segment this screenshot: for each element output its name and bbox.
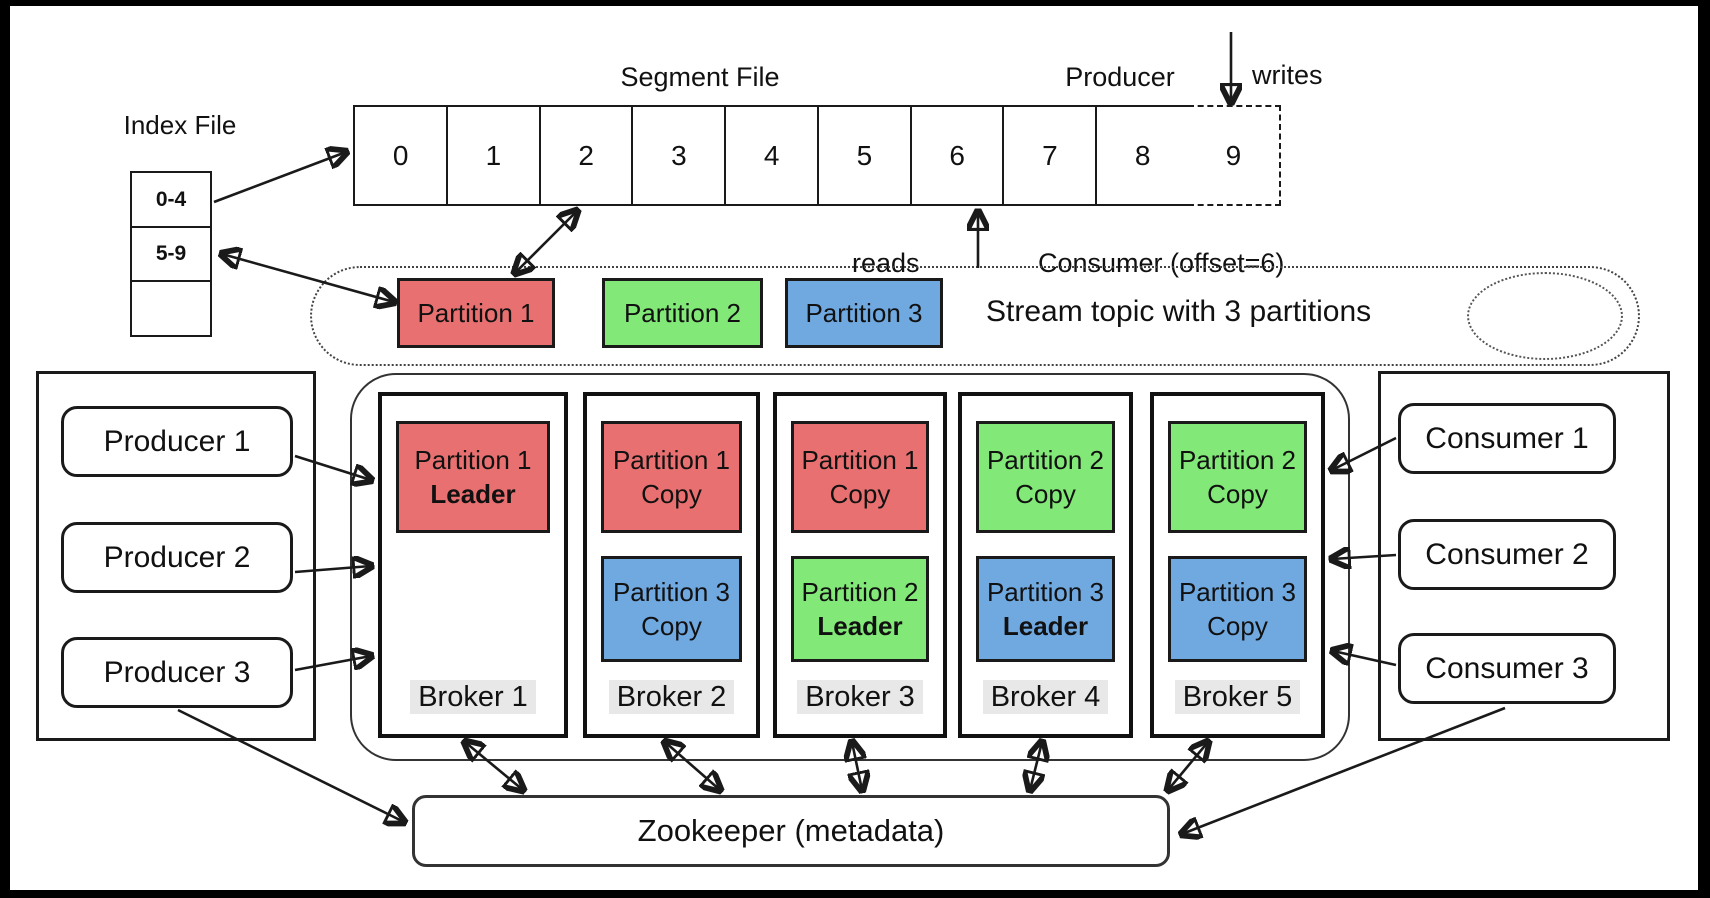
segment-cell-9-dashed: 9 [1187, 105, 1281, 206]
segment-cell-5: 5 [816, 105, 912, 206]
index-cell-empty [130, 280, 212, 337]
broker-3-column: Partition 1 Copy Partition 2 Leader Brok… [773, 392, 947, 738]
index-file-label: Index File [123, 110, 237, 140]
writes-label: writes [1252, 60, 1323, 90]
partition-title: Partition 3 [986, 577, 1105, 607]
broker1-partition1-leader: Partition 1 Leader [396, 421, 550, 533]
broker-name-text: Broker 5 [1174, 680, 1301, 714]
consumer-3-box: Consumer 3 [1398, 633, 1616, 704]
partition-role: Copy [829, 479, 891, 509]
broker-name-text: Broker 2 [608, 680, 735, 714]
partition-title: Partition 3 [612, 577, 731, 607]
partition-title: Partition 1 [801, 445, 919, 475]
consumer-2-box: Consumer 2 [1398, 519, 1616, 590]
segment-cell-0: 0 [353, 105, 449, 206]
partition-role: Copy [1207, 479, 1268, 509]
segment-cell-6: 6 [909, 105, 1005, 206]
index-cell-0-4: 0-4 [130, 171, 212, 228]
partition-role: Copy [641, 611, 702, 641]
partition-title: Partition 2 [801, 577, 919, 607]
broker2-partition1-copy: Partition 1 Copy [601, 421, 742, 533]
stream-partition-1: Partition 1 [397, 278, 555, 348]
producer-3-box: Producer 3 [61, 637, 293, 708]
producer-1-box: Producer 1 [61, 406, 293, 477]
partition-title: Partition 2 [1178, 445, 1297, 475]
broker3-partition1-copy: Partition 1 Copy [791, 421, 929, 533]
broker-name-text: Broker 4 [982, 680, 1109, 714]
broker-3-name: Broker 3 [777, 680, 943, 714]
stream-partition-3: Partition 3 [785, 278, 943, 348]
broker4-partition2-copy: Partition 2 Copy [976, 421, 1115, 533]
broker-2-name: Broker 2 [587, 680, 756, 714]
partition-role: Copy [1015, 479, 1076, 509]
segment-cell-4: 4 [724, 105, 820, 206]
broker5-partition3-copy: Partition 3 Copy [1168, 556, 1307, 662]
stream-topic-label: Stream topic with 3 partitions [986, 295, 1372, 328]
partition-title: Partition 1 [414, 445, 532, 475]
partition-role: Leader [430, 479, 516, 509]
zookeeper-box: Zookeeper (metadata) [412, 795, 1170, 867]
segment-cell-3: 3 [631, 105, 727, 206]
index-file-box: 0-4 5-9 [130, 171, 212, 337]
partition-role: Leader [817, 611, 903, 641]
segment-cell-8: 8 [1095, 105, 1191, 206]
broker2-partition3-copy: Partition 3 Copy [601, 556, 742, 662]
segment-cell-2: 2 [538, 105, 634, 206]
segment-file-label: Segment File [620, 62, 780, 92]
broker4-partition3-leader: Partition 3 Leader [976, 556, 1115, 662]
producer-2-box: Producer 2 [61, 522, 293, 593]
broker-5-column: Partition 2 Copy Partition 3 Copy Broker… [1150, 392, 1325, 738]
index-cell-5-9: 5-9 [130, 225, 212, 283]
partition-role: Leader [1002, 611, 1089, 641]
segment-cell-7: 7 [1002, 105, 1098, 206]
broker-5-name: Broker 5 [1154, 680, 1321, 714]
partition-title: Partition 3 [1178, 577, 1297, 607]
stream-topic-container [310, 266, 1640, 366]
broker-4-name: Broker 4 [962, 680, 1129, 714]
stream-topic-ellipse [1467, 272, 1623, 360]
consumer-1-box: Consumer 1 [1398, 403, 1616, 474]
broker3-partition2-leader: Partition 2 Leader [791, 556, 929, 662]
partition-title: Partition 1 [612, 445, 731, 475]
partition-title: Partition 2 [986, 445, 1105, 475]
broker5-partition2-copy: Partition 2 Copy [1168, 421, 1307, 533]
broker-2-column: Partition 1 Copy Partition 3 Copy Broker… [583, 392, 760, 738]
broker-4-column: Partition 2 Copy Partition 3 Leader Brok… [958, 392, 1133, 738]
producer-writes-label: Producer [1065, 62, 1175, 92]
partition-role: Copy [641, 479, 702, 509]
segment-cell-1: 1 [445, 105, 541, 206]
consumer-offset-label: Consumer (offset=6) [1038, 248, 1285, 278]
broker-1-column: Partition 1 Leader Broker 1 [378, 392, 568, 738]
broker-name-text: Broker 1 [410, 680, 536, 714]
segment-file-strip: 0 1 2 3 4 5 6 7 8 9 [353, 105, 1281, 206]
stream-partition-2: Partition 2 [602, 278, 763, 348]
reads-label: reads [852, 248, 920, 278]
partition-role: Copy [1207, 611, 1268, 641]
broker-name-text: Broker 3 [797, 680, 923, 714]
broker-1-name: Broker 1 [382, 680, 564, 714]
